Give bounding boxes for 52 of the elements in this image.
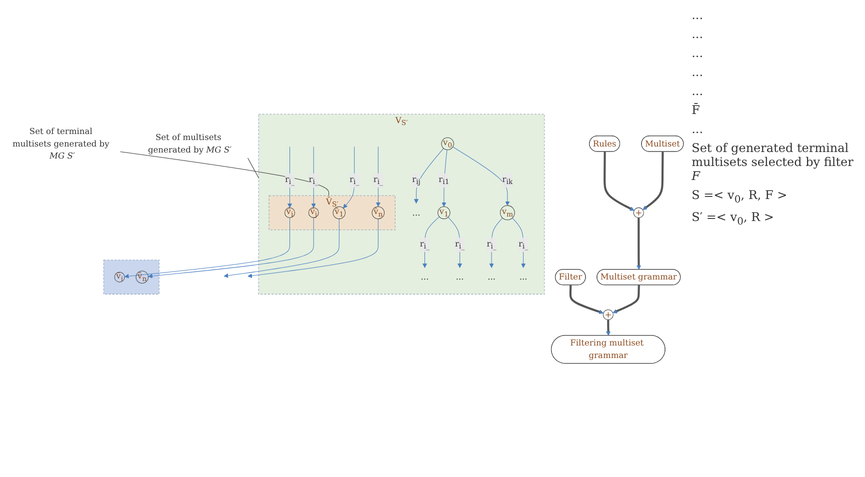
note-text: F̄ [692, 103, 700, 117]
note-text: ... [692, 46, 704, 60]
state-circle: v̄$_{n}$ [136, 270, 148, 284]
note-text: S′ =< v$_{0}$, R > [692, 210, 774, 228]
state-circle: v̄$_{n}$ [372, 206, 385, 219]
arrow [376, 146, 380, 207]
state-circle: v$_{0}$ [441, 137, 454, 150]
process-box: Rules [589, 135, 620, 152]
state-circle: v$_{m}$ [500, 205, 515, 220]
state-circle: v̄$_{j}$ [308, 206, 319, 218]
note-text: ... [692, 27, 704, 41]
annotation-text: ... [412, 207, 420, 218]
note-text: ... [692, 65, 704, 79]
leader-line [120, 151, 330, 196]
arrow [636, 218, 642, 270]
note-text: S =< v$_{0}$, R, F > [692, 188, 788, 206]
arrow [606, 320, 611, 336]
annotation-text: ... [519, 272, 528, 282]
arrow [224, 218, 340, 278]
note-text: ... [692, 8, 704, 22]
process-box: Filter [555, 268, 586, 285]
process-box: Multiset [641, 135, 684, 152]
annotation-text: ... [420, 272, 429, 282]
process-box: Multiset grammar [596, 268, 681, 285]
arrow [604, 151, 634, 210]
arrow [343, 146, 355, 208]
note-text: Set of generated terminal multisets selected by filter F [692, 141, 854, 183]
arrow [569, 284, 604, 314]
annotation-text: ... [456, 272, 464, 282]
note-text: ... [692, 84, 704, 98]
arrow [287, 146, 292, 208]
arrow [311, 146, 316, 208]
state-circle: v̄$_{i}$ [114, 270, 125, 283]
arrow [124, 217, 290, 278]
state-circle: + [602, 309, 614, 320]
state-circle: v̄$_{1}$ [332, 206, 346, 219]
arrow [452, 146, 510, 206]
annotation-text: Set of multisets generated by MG S′ [148, 132, 232, 154]
annotation-text: Set of terminal multisets generated by MG S′ [12, 126, 110, 161]
arrow [642, 151, 664, 210]
annotation-text: ... [488, 272, 496, 282]
state-circle: + [633, 207, 644, 218]
arrow [612, 284, 640, 314]
arrow [148, 217, 314, 278]
state-circle: v̄$_{i}$ [284, 206, 296, 218]
arrow [414, 148, 444, 204]
group-region [103, 259, 160, 294]
state-circle: v$_{1}$ [438, 206, 450, 219]
note-text: ... [692, 122, 704, 136]
process-box: Filtering multiset grammar [551, 334, 666, 364]
leader-line [248, 158, 259, 178]
arrow [248, 218, 378, 278]
